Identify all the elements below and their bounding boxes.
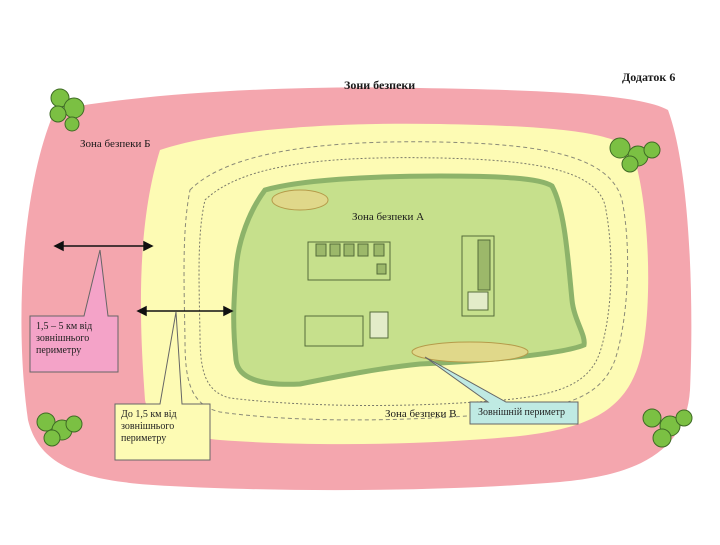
tree-icon — [642, 408, 693, 448]
tree-icon — [609, 137, 661, 173]
inner-zone-area — [231, 173, 587, 387]
buildings — [271, 189, 529, 363]
callout-perimeter-box — [424, 356, 579, 425]
fence-line — [198, 157, 612, 406]
zone-v-label: Зона безпеки В — [385, 408, 457, 420]
callout-inner-distance-box — [114, 311, 211, 461]
appendix-label: Додаток 6 — [622, 70, 676, 84]
callout-inner-distance-text: До 1,5 км від зовнішнього периметру — [121, 409, 177, 444]
diagram-title: Зони безпеки — [344, 78, 416, 92]
distance-arrows — [53, 240, 234, 317]
zone-a-label: Зона безпеки А — [352, 211, 425, 223]
zone-b-label: Зона безпеки Б — [80, 138, 151, 150]
callout-outer-distance-text: 1,5 – 5 км від зовнішнього периметру — [36, 321, 93, 356]
callout-outer-distance-box — [29, 249, 119, 373]
callout-perimeter-text: Зовнішній периметр — [478, 407, 565, 418]
tree-icon — [49, 88, 85, 132]
outer-fence-line — [183, 141, 629, 421]
tree-icon — [36, 412, 83, 447]
